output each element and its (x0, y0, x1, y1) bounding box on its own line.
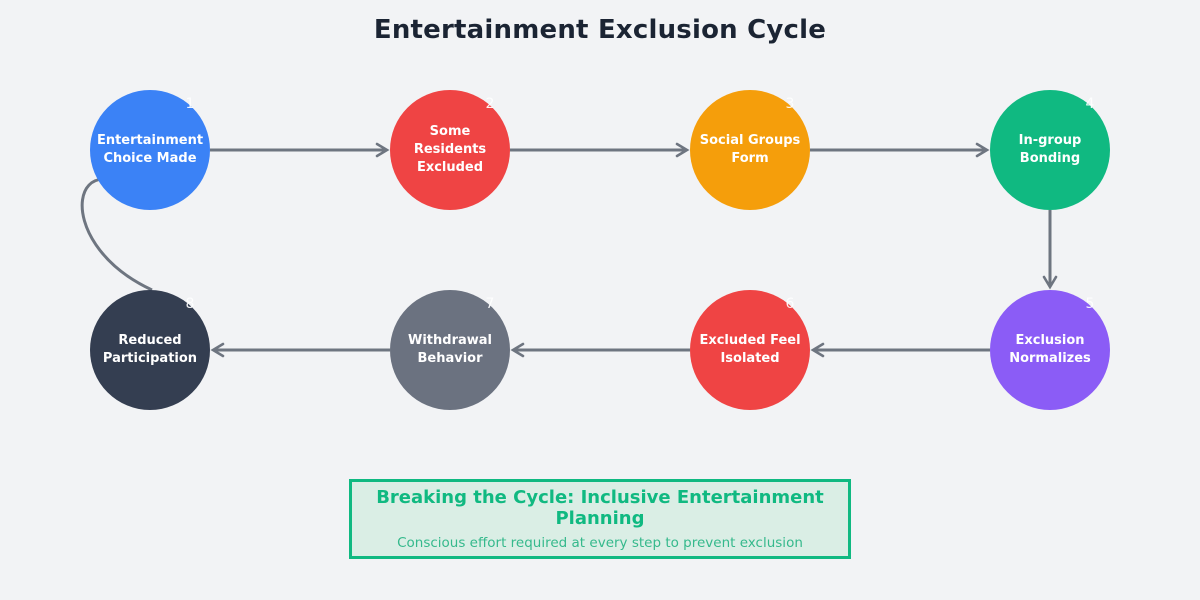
node-label: Some Residents Excluded (413, 123, 487, 176)
node-step-number: 8 (185, 296, 195, 312)
node-label: Withdrawal Behavior (408, 332, 492, 366)
node-step-number: 3 (785, 96, 795, 112)
node-step-number: 7 (485, 296, 495, 312)
node-step-number: 1 (185, 96, 195, 112)
node-step-number: 4 (1085, 96, 1095, 112)
node-label: Exclusion Normalizes (1009, 332, 1091, 366)
callout-subtitle: Conscious effort required at every step … (397, 535, 803, 551)
node-step-number: 6 (785, 296, 795, 312)
node-label: Entertainment Choice Made (96, 132, 204, 166)
node-label: In-group Bonding (1018, 132, 1082, 166)
node-label: Social Groups Form (699, 132, 801, 166)
node-step-number: 5 (1085, 296, 1095, 312)
node-label: Reduced Participation (102, 332, 198, 366)
callout-box: Breaking the Cycle: Inclusive Entertainm… (349, 479, 851, 559)
callout-title: Breaking the Cycle: Inclusive Entertainm… (376, 487, 824, 529)
page-title: Entertainment Exclusion Cycle (373, 15, 827, 45)
node-label: Excluded Feel Isolated (699, 332, 801, 366)
node-step-number: 2 (485, 96, 495, 112)
